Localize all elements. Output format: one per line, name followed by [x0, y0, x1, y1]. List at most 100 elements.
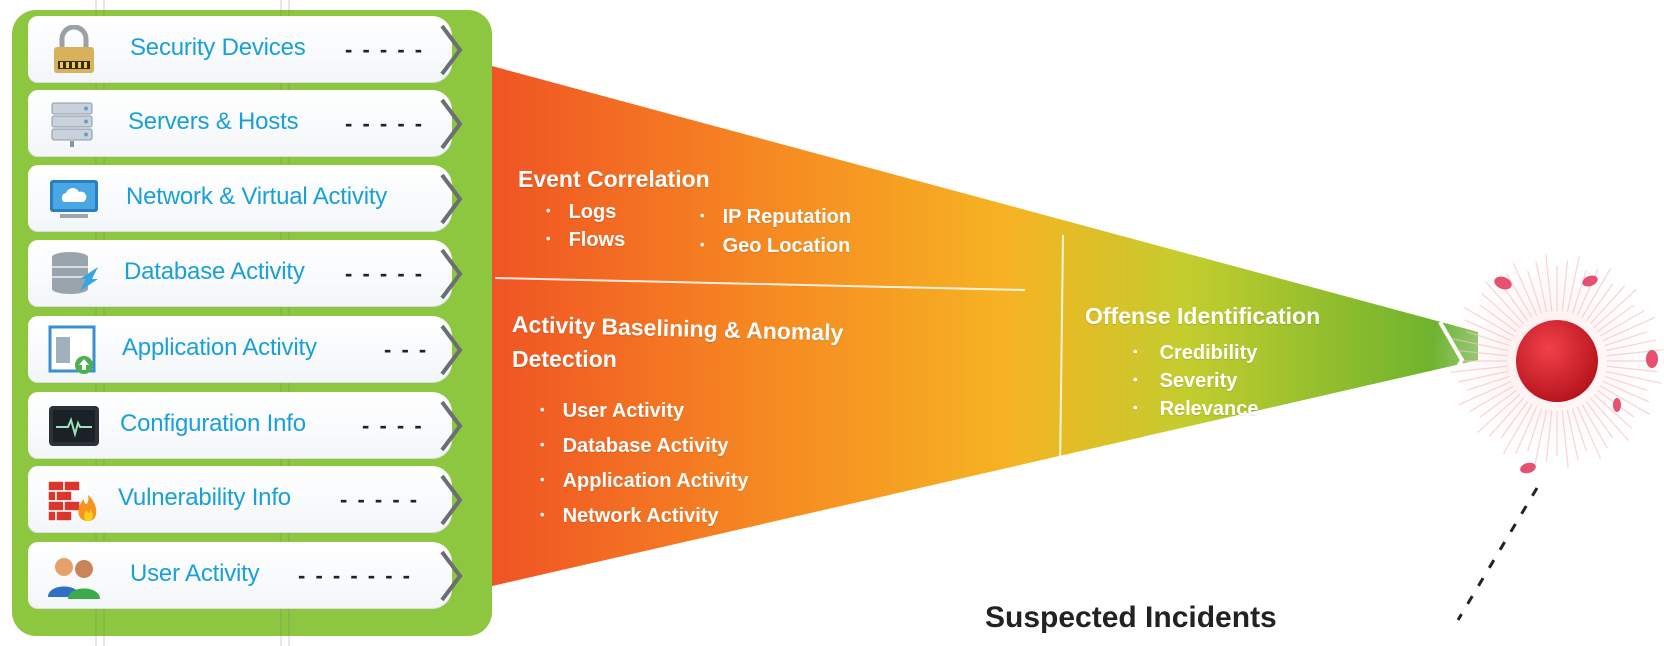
chevron-right-icon — [438, 22, 464, 78]
incident-sparks — [1494, 275, 1658, 474]
offense-item: Credibility — [1133, 342, 1258, 365]
incident-ray — [1502, 404, 1533, 454]
dashed-connector: - - - — [384, 337, 429, 362]
source-label: Security Devices — [130, 34, 306, 61]
chevron-right-icon — [438, 96, 464, 152]
incident-ray — [1464, 306, 1514, 337]
incident-ray — [1566, 409, 1579, 460]
incident-ray — [1512, 263, 1538, 316]
incident-ray — [1545, 410, 1553, 462]
incident-rays — [1450, 254, 1664, 468]
incident-ray — [1561, 260, 1569, 312]
incident-ray — [1545, 254, 1553, 312]
source-label: User Activity — [130, 560, 260, 587]
incident-ray — [1488, 397, 1524, 437]
source-label: Database Activity — [124, 258, 305, 285]
source-label: Servers & Hosts — [128, 108, 299, 135]
incident-ray — [1515, 406, 1538, 454]
event-correlation-item: Flows — [546, 229, 626, 252]
offense-identification-title: Offense Identification — [1085, 303, 1321, 329]
funnel-horizontal-divider — [494, 277, 1026, 291]
funnel-shape — [440, 52, 1478, 598]
dashed-connector: - - - - - — [340, 487, 420, 512]
source-row: Application Activity - - - — [28, 316, 463, 383]
incident-ray — [1600, 385, 1650, 416]
chevron-right-icon — [438, 472, 464, 528]
offense-item: Relevance — [1133, 398, 1259, 421]
offense-item: Severity — [1133, 370, 1238, 393]
incident-ray — [1456, 349, 1508, 357]
incident-ray — [1458, 370, 1509, 383]
incident-ray — [1593, 288, 1637, 328]
incident-ray — [1602, 316, 1655, 342]
incident-ray — [1466, 375, 1510, 391]
incident-ray — [1581, 404, 1609, 449]
incident-ray — [1605, 339, 1656, 352]
incident-ray — [1605, 370, 1662, 384]
chevron-right-icon — [438, 398, 464, 454]
incident-ray — [1602, 380, 1650, 403]
incident-ray — [1571, 270, 1587, 314]
incident-ray — [1566, 256, 1580, 313]
source-row: Configuration Info - - - - — [28, 392, 463, 459]
anomaly-item: Network Activity — [540, 505, 719, 528]
incident-ray — [1597, 304, 1635, 333]
incident-ray — [1600, 309, 1645, 337]
anomaly-item: Database Activity — [540, 435, 729, 458]
source-label: Configuration Info — [120, 410, 306, 437]
incident-ray — [1581, 268, 1612, 318]
source-row: Database Activity- - - - - — [28, 240, 463, 307]
firewall-icon — [46, 475, 102, 525]
incident-ray — [1561, 410, 1569, 468]
funnel-vertical-divider — [1059, 234, 1064, 471]
anomaly-item: Application Activity — [540, 470, 749, 493]
incident-ray — [1500, 283, 1529, 321]
incident-ray — [1479, 304, 1517, 333]
incident-ray — [1452, 338, 1509, 352]
event-correlation-item: IP Reputation — [700, 206, 852, 229]
chevron-right-icon — [438, 171, 464, 227]
event-correlation-item: Logs — [546, 201, 617, 224]
dashed-connector: - - - - — [362, 413, 424, 438]
database-arrow-icon — [46, 249, 102, 299]
source-row: Security Devices - - - - - — [28, 16, 463, 83]
incident-ray — [1450, 365, 1508, 373]
source-row: Vulnerability Info - - - - - — [28, 466, 463, 533]
cloud-monitor-icon — [46, 174, 102, 224]
incident-ray — [1535, 262, 1548, 313]
incident-ray — [1590, 397, 1630, 441]
source-label: Network & Virtual Activity — [126, 183, 388, 210]
incident-ray — [1527, 408, 1543, 452]
incident-ray — [1484, 281, 1524, 325]
event-correlation-item: Geo Location — [700, 235, 851, 258]
dashed-connector: - - - - - - - — [298, 563, 412, 588]
dashed-connector: - - - - - — [345, 37, 425, 62]
incident-ray — [1576, 406, 1602, 459]
incident-ray — [1464, 319, 1512, 342]
source-label: Vulnerability Info — [118, 484, 291, 511]
source-row: Network & Virtual Activity — [28, 165, 463, 232]
incident-ray — [1481, 292, 1521, 328]
incident-ray — [1466, 331, 1510, 347]
source-row: User Activity - - - - - - - — [28, 542, 463, 609]
incident-ray — [1469, 385, 1514, 413]
source-label: Application Activity — [122, 334, 317, 361]
anomaly-item: User Activity — [540, 400, 685, 423]
incident-ray — [1479, 389, 1517, 418]
dashed-connector: - - - - - — [345, 111, 425, 136]
incident-ray — [1606, 365, 1658, 373]
incident-ray — [1534, 409, 1548, 466]
incident-ray — [1593, 394, 1633, 430]
incident-ray — [1590, 285, 1626, 325]
suspected-incident-dot — [1516, 320, 1598, 402]
chevron-right-icon — [438, 322, 464, 378]
suspected-incidents-label: Suspected Incidents — [985, 601, 1277, 634]
incident-ray — [1459, 380, 1512, 406]
heartbeat-monitor-icon — [46, 401, 102, 451]
server-stack-icon — [46, 99, 102, 149]
chevron-right-icon — [438, 548, 464, 604]
users-icon — [46, 551, 102, 601]
event-correlation-title: Event Correlation — [518, 166, 710, 192]
